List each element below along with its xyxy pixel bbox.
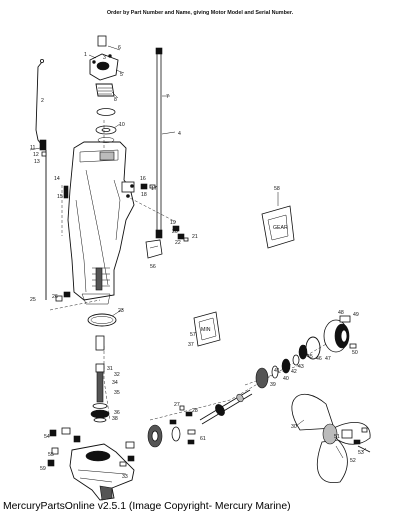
callout-label: 15 [57,194,63,200]
callout-label: 33 [122,474,128,480]
callout-label: 40 [283,376,289,382]
callout-label: 5 [120,72,123,78]
callout-label: 34 [112,380,118,386]
callout-label: 11 [30,145,35,151]
propeller [291,393,371,484]
callout-label: 3 [103,55,106,61]
callout-label: 28 [192,408,198,414]
callout-label: 38 [112,416,118,422]
decal-left-text: MIN [201,327,211,333]
propeller-shaft [199,389,253,425]
callout-label: 14 [54,176,60,182]
housing-left-fasteners [55,185,71,302]
housing-gasket [87,313,117,327]
callout-label: 53 [358,450,364,456]
callout-leaders [88,45,367,459]
forward-gear-set [255,354,300,389]
callout-label: 27 [174,402,180,408]
callout-label: 42 [291,369,297,375]
callout-label: 35 [114,390,120,396]
part-callouts: 1 2 3 4 5 6 7 8 10 11 12 13 14 15 16 17 … [30,45,364,480]
callout-label: 18 [141,192,147,198]
callout-label: 1 [84,52,87,58]
callout-label: 50 [352,350,358,356]
shift-rod [35,59,47,300]
callout-label: 58 [274,186,280,192]
gearcase-small-parts [47,427,135,467]
callout-label: 45 [307,354,313,360]
callout-label: 10 [119,122,125,128]
driveshaft-housing [67,141,135,305]
callout-label: 52 [350,458,356,464]
decal-58: GEAR [261,205,295,249]
callout-label: 23 [118,308,124,314]
reverse-gear-set [147,405,196,448]
water-pump-assembly [89,35,119,143]
callout-label: 7 [166,94,169,100]
decal-right-text: GEAR [273,225,288,231]
callout-label: 41 [274,368,280,374]
callout-label: 13 [34,159,40,165]
callout-label: 25 [30,297,36,303]
callout-label: 20 [172,229,178,235]
callout-label: 2 [41,98,44,104]
bearing-carrier [298,315,357,360]
callout-label: 49 [353,312,359,318]
callout-label: 48 [338,310,344,316]
callout-label: 26 [52,294,58,300]
callout-label: 31 [107,366,113,372]
callout-label: 51 [334,434,340,440]
callout-label: 44 [300,345,306,351]
gear-housing [69,443,135,501]
callout-label: 56 [150,264,156,270]
alignment-lines [49,120,351,431]
callout-label: 22 [175,240,181,246]
callout-label: 30 [291,424,297,430]
callout-label: 36 [114,410,120,416]
callout-label: 39 [270,382,276,388]
callout-label: 61 [200,436,206,442]
callout-label: 54 [44,434,50,440]
callout-label: 17 [151,186,157,192]
callout-label: 4 [178,131,181,137]
callout-label: 47 [325,356,331,362]
image-caption: MercuryPartsOnline v2.5.1 (Image Copyrig… [3,501,291,512]
callout-label: 19 [170,220,176,226]
callout-label: 6 [118,45,121,51]
callout-label: 37 [188,342,194,348]
callout-label: 8 [114,97,117,103]
callout-label: 57 [190,332,196,338]
order-instruction: Order by Part Number and Name, giving Mo… [106,10,294,16]
drive-shaft [155,47,163,239]
callout-label: 32 [114,372,120,378]
callout-label: 12 [33,152,39,158]
decal-57: MIN [193,311,221,347]
pinion-shaft-stack [90,335,110,423]
trim-tab [145,239,163,259]
callout-label: 59 [40,466,46,472]
callout-label: 46 [316,356,322,362]
housing-right-fasteners [140,183,189,242]
callout-label: 43 [298,364,304,370]
callout-label: 55 [48,452,54,458]
shift-coupler [29,139,47,157]
callout-label: 16 [140,176,146,182]
callout-label: 21 [192,234,198,240]
